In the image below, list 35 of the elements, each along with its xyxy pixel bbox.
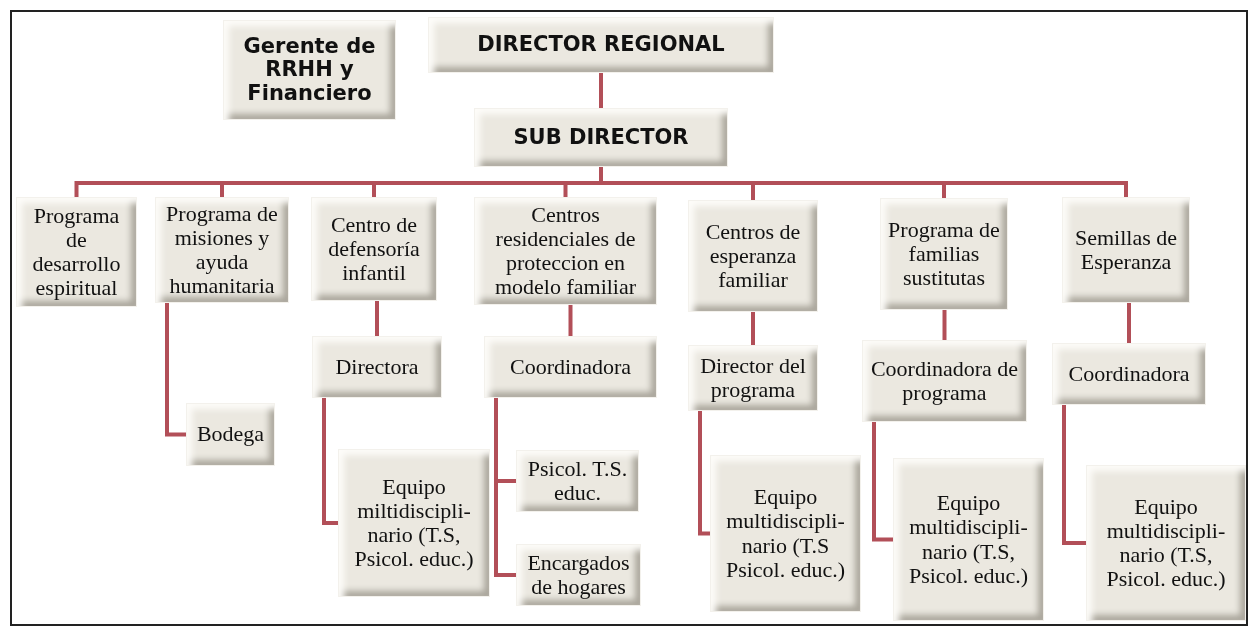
connector-line (322, 398, 338, 525)
org-box: Director del programa (688, 345, 818, 411)
org-box: Programa de desarrollo espiritual (16, 197, 137, 307)
connector-line (698, 411, 710, 536)
connector-line (165, 303, 186, 437)
connector-line (1062, 405, 1086, 545)
org-box: Equipo miltidiscipli- nario (T.S, Psicol. educ.) (338, 449, 490, 597)
org-box: Programa de misiones y ayuda humanitaria (155, 197, 289, 303)
org-box: Centros residenciales de proteccion en modelo familiar (474, 197, 657, 305)
org-box: Coordinadora (484, 336, 657, 398)
connector-line (1127, 303, 1131, 343)
org-box: SUB DIRECTOR (474, 108, 728, 167)
org-box: Directora (312, 336, 442, 398)
org-box: Gerente de RRHH y Financiero (223, 20, 396, 120)
org-box: Semillas de Esperanza (1062, 197, 1190, 303)
org-box: Centro de defensoría infantil (311, 197, 437, 301)
org-box: Encargados de hogares (516, 544, 641, 606)
connector-line (599, 167, 1128, 197)
org-box: Equipo multidiscipli- nario (T.S Psicol. educ.) (710, 455, 861, 612)
connector-line (751, 312, 755, 345)
org-box: Centros de esperanza familiar (688, 200, 818, 312)
org-box: DIRECTOR REGIONAL (428, 17, 774, 73)
org-box: Psicol. T.S. educ. (516, 450, 639, 512)
org-box: Equipo multidiscipli- nario (T.S, Psicol. educ.) (893, 458, 1044, 621)
connector-line (872, 422, 893, 542)
org-box: Bodega (186, 403, 275, 466)
org-box: Equipo multidiscipli- nario (T.S, Psicol. educ.) (1086, 465, 1246, 621)
connector-line (494, 398, 516, 577)
org-box: Coordinadora de programa (862, 340, 1027, 422)
org-box: Coordinadora (1052, 343, 1206, 405)
connector-line (375, 301, 379, 336)
connector-line (942, 310, 947, 340)
connector-line (568, 305, 573, 336)
connector-line (599, 73, 603, 108)
org-box: Programa de familias sustitutas (880, 198, 1008, 310)
